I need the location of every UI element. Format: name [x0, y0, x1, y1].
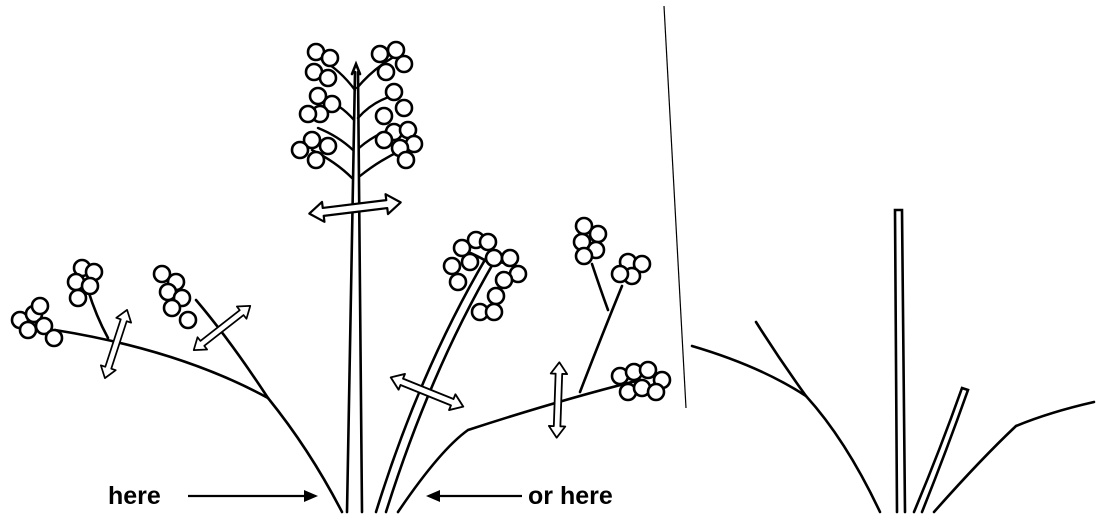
cut-arrow-central: [308, 192, 402, 223]
cut-inner-stem: [914, 388, 968, 512]
left-arching-stem: [55, 290, 342, 512]
plant-before-panel: here or here: [12, 42, 670, 512]
cut-central-stalk: [895, 210, 905, 512]
panel-divider: [664, 6, 686, 408]
label-or-here: or here: [528, 482, 613, 510]
plant-after-panel: [692, 210, 1094, 512]
label-here-group: here: [108, 482, 318, 510]
cut-stalk-left: [692, 346, 880, 512]
cut-branch-left: [756, 322, 806, 396]
central-stalk: [347, 64, 362, 512]
cut-arrow-left-2: [189, 300, 255, 356]
right-arching-stem: [398, 264, 640, 512]
label-here: here: [108, 482, 161, 510]
label-or-here-group: or here: [426, 482, 613, 510]
